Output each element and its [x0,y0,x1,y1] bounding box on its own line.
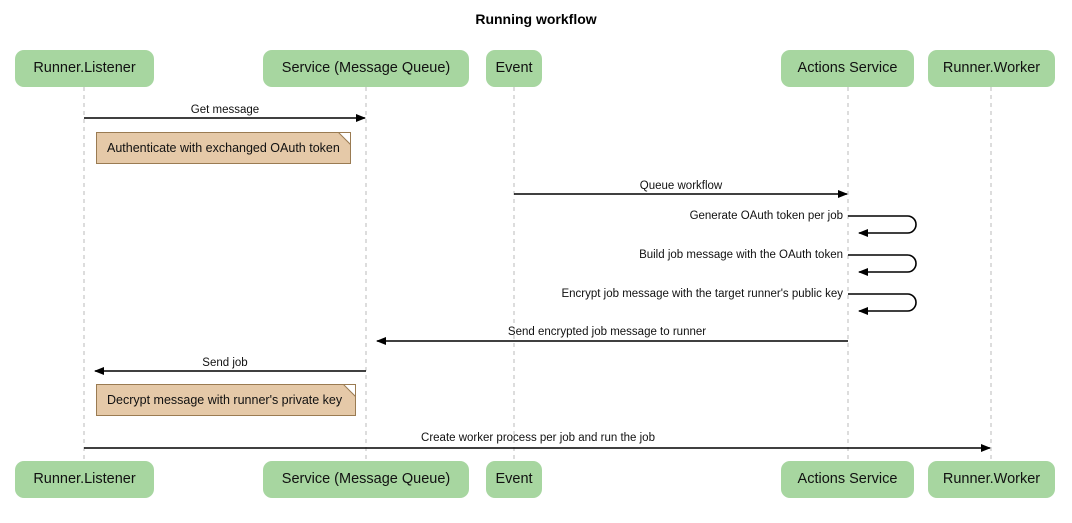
participant-label: Event [495,60,533,76]
note-decrypt: Decrypt message with runner's private ke… [96,384,356,416]
message-label-generate-token: Generate OAuth token per job [689,210,843,222]
participant-actions-service-top[interactable]: Actions Service [781,50,914,87]
note-label: Decrypt message with runner's private ke… [107,393,343,407]
participant-label: Runner.Worker [942,471,1041,487]
message-label-get-message: Get message [190,104,260,116]
participant-actions-service-bottom[interactable]: Actions Service [781,461,914,498]
participant-runner-worker-top[interactable]: Runner.Worker [928,50,1055,87]
message-label-queue-workflow: Queue workflow [639,180,723,192]
participant-label: Service (Message Queue) [281,60,451,76]
note-fold-edge-icon [338,133,350,145]
participant-label: Actions Service [797,471,898,487]
participant-runner-listener-bottom[interactable]: Runner.Listener [15,461,154,498]
message-label-send-job: Send job [202,357,248,369]
message-generate-token-self-loop [848,215,917,237]
messages-group [84,114,991,452]
message-label-build-job-msg: Build job message with the OAuth token [639,249,843,261]
participant-label: Service (Message Queue) [281,471,451,487]
message-build-job-msg-self-loop [848,254,917,276]
participant-runner-worker-bottom[interactable]: Runner.Worker [928,461,1055,498]
participant-service-mq-bottom[interactable]: Service (Message Queue) [263,461,469,498]
lifelines-group [83,87,992,461]
note-authenticate: Authenticate with exchanged OAuth token [96,132,351,164]
participant-service-mq-top[interactable]: Service (Message Queue) [263,50,469,87]
participant-event-bottom[interactable]: Event [486,461,542,498]
participant-label: Event [495,471,533,487]
message-label-encrypt-job-msg: Encrypt job message with the target runn… [561,288,843,300]
participant-label: Runner.Listener [33,60,136,76]
message-encrypt-job-msg-self-loop [848,293,917,315]
message-label-create-worker: Create worker process per job and run th… [421,432,655,444]
participant-runner-listener-top[interactable]: Runner.Listener [15,50,154,87]
note-label: Authenticate with exchanged OAuth token [107,141,340,155]
participant-label: Runner.Worker [942,60,1041,76]
page-title: Running workflow [475,11,597,27]
message-label-send-encrypted: Send encrypted job message to runner [507,326,707,338]
participant-label: Actions Service [797,60,898,76]
participant-event-top[interactable]: Event [486,50,542,87]
note-fold-edge-icon [343,385,355,397]
participant-label: Runner.Listener [33,471,136,487]
